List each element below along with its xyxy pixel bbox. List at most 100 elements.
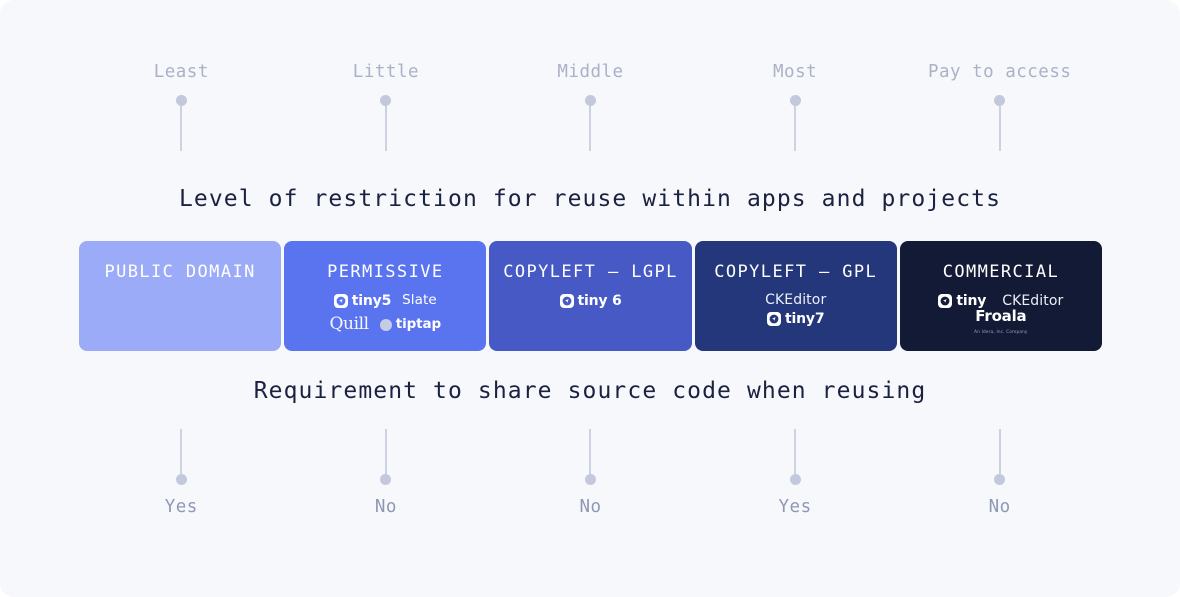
heading-source-sharing: Requirement to share source code when re…	[253, 378, 927, 404]
pin-stem	[589, 429, 592, 474]
bottom-scale-label: No	[579, 497, 602, 517]
logo-froala-subtitle: An Idera, Inc. Company	[974, 329, 1028, 335]
card-logo-area: tiny5 Slate Quill tiptap	[330, 291, 442, 334]
tiny-logo-icon	[333, 293, 348, 308]
bottom-scale-item: No	[284, 429, 489, 517]
card-title: PERMISSIVE	[327, 262, 444, 282]
pin-stem	[589, 106, 592, 151]
logo-tiny5-label: tiny5	[351, 292, 392, 309]
logo-froala: Froala An Idera, Inc. Company	[974, 309, 1027, 334]
pin-marker-icon	[584, 95, 596, 151]
card-logo-area: CKEditor tiny7	[765, 291, 826, 327]
top-scale-item: Most	[693, 62, 898, 151]
bottom-scale-item: No	[897, 429, 1102, 517]
card-title: COMMERCIAL	[942, 262, 1060, 282]
top-scale-label: Little	[352, 62, 419, 82]
bottom-scale-label: Yes	[778, 497, 812, 517]
pin-stem	[384, 429, 387, 474]
pin-marker-icon	[994, 429, 1006, 485]
pin-stem	[180, 429, 183, 474]
tiptap-dot-icon	[379, 318, 392, 331]
pin-dot	[994, 95, 1006, 106]
card-title: PUBLIC DOMAIN	[104, 262, 256, 282]
logo-tiny5: tiny5	[333, 292, 392, 309]
logo-ckeditor: CKEditor	[1002, 294, 1063, 308]
pin-marker-icon	[994, 95, 1006, 151]
card-logo-area: tiny CKEditor Froala An Idera, Inc. Comp…	[938, 291, 1063, 334]
pin-dot	[175, 95, 187, 106]
bottom-scale-label: Yes	[164, 497, 198, 517]
tiny-logo-icon	[767, 311, 782, 326]
pin-stem	[180, 106, 183, 151]
license-card-strip: PUBLIC DOMAIN PERMISSIVE tiny5	[79, 241, 1103, 351]
logo-tiptap: tiptap	[379, 315, 442, 332]
pin-stem	[794, 429, 797, 474]
logo-slate-label: Slate	[402, 291, 437, 308]
bottom-scale-row: Yes No No Yes	[79, 429, 1102, 517]
logo-slate: Slate	[402, 291, 437, 308]
logo-quill-label: Quill	[329, 314, 370, 334]
logo-row: tiny7	[767, 310, 825, 327]
tiny-logo-icon	[559, 293, 574, 308]
pin-marker-icon	[789, 95, 801, 151]
top-scale-row: Least Little Middle Most	[79, 62, 1102, 151]
logo-row: tiny5 Slate	[333, 291, 437, 310]
top-scale-label: Pay to access	[927, 62, 1072, 82]
logo-tiny: tiny	[938, 292, 987, 309]
card-title: COPYLEFT — LGPL	[503, 262, 678, 282]
pin-marker-icon	[380, 429, 392, 485]
logo-tiny6: tiny 6	[559, 292, 622, 309]
logo-ckeditor: CKEditor	[765, 293, 826, 307]
logo-ckeditor-label: CKEditor	[765, 291, 827, 308]
license-card-public-domain[interactable]: PUBLIC DOMAIN	[79, 241, 282, 351]
pin-marker-icon	[584, 429, 596, 485]
logo-tiptap-label: tiptap	[395, 315, 442, 332]
logo-tiny7: tiny7	[767, 310, 825, 327]
pin-dot	[380, 474, 392, 485]
logo-tiny-label: tiny	[956, 292, 987, 309]
license-card-commercial[interactable]: COMMERCIAL tiny CKEditor	[899, 241, 1103, 351]
logo-row: tiny 6	[559, 291, 622, 310]
bottom-scale-item: Yes	[79, 429, 284, 517]
pin-dot	[175, 474, 187, 485]
logo-row: CKEditor	[765, 291, 826, 308]
bottom-scale-label: No	[988, 497, 1011, 517]
pin-marker-icon	[789, 429, 801, 485]
pin-dot	[789, 95, 801, 106]
license-card-permissive[interactable]: PERMISSIVE tiny5 Slate	[284, 241, 487, 351]
tiny-logo-icon	[938, 293, 953, 308]
card-logo-area: tiny 6	[559, 291, 622, 310]
bottom-scale-item: Yes	[693, 429, 898, 517]
top-scale-item: Middle	[488, 62, 693, 151]
bottom-scale-label: No	[374, 497, 397, 517]
bottom-scale-item: No	[488, 429, 693, 517]
pin-marker-icon	[175, 95, 187, 151]
pin-dot	[789, 474, 801, 485]
pin-marker-icon	[380, 95, 392, 151]
pin-dot	[584, 95, 596, 106]
logo-row: tiny CKEditor	[938, 291, 1063, 310]
pin-dot	[994, 474, 1006, 485]
top-scale-item: Pay to access	[897, 62, 1102, 151]
logo-row: Froala An Idera, Inc. Company	[974, 309, 1027, 334]
logo-ckeditor-label: CKEditor	[1002, 292, 1064, 309]
heading-restriction-level: Level of restriction for reuse within ap…	[178, 186, 1002, 212]
license-card-copyleft-gpl[interactable]: COPYLEFT — GPL CKEditor	[694, 241, 897, 351]
pin-stem	[794, 106, 797, 151]
pin-dot	[584, 474, 596, 485]
top-scale-item: Least	[79, 62, 284, 151]
pin-marker-icon	[175, 429, 187, 485]
pin-stem	[998, 106, 1001, 151]
logo-quill: Quill	[329, 314, 370, 334]
logo-tiny7-label: tiny7	[785, 310, 825, 327]
top-scale-label: Least	[153, 62, 209, 82]
license-card-copyleft-lgpl[interactable]: COPYLEFT — LGPL tiny 6	[489, 241, 692, 351]
logo-tiny6-label: tiny 6	[577, 292, 622, 309]
pin-stem	[998, 429, 1001, 474]
top-scale-label: Middle	[557, 62, 624, 82]
logo-froala-label: Froala	[975, 307, 1027, 326]
top-scale-label: Most	[773, 62, 818, 82]
card-title: COPYLEFT — GPL	[714, 262, 878, 282]
pin-dot	[380, 95, 392, 106]
